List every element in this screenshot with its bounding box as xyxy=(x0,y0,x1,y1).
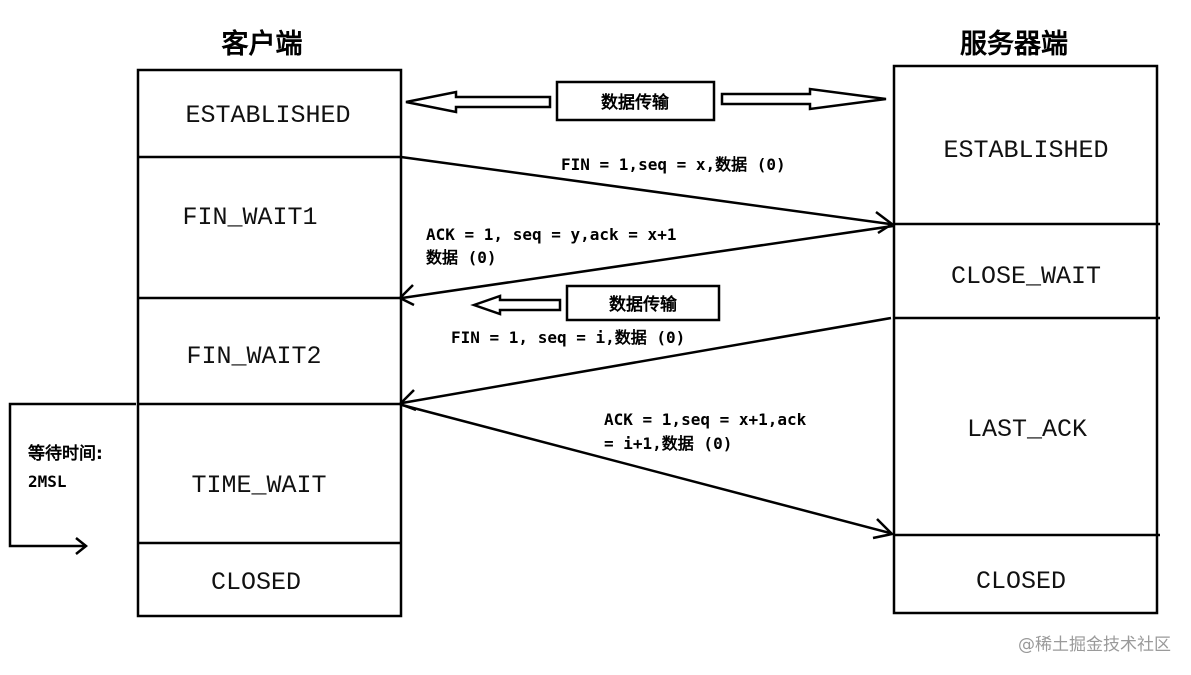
server-column xyxy=(892,64,1160,615)
fin2-label: FIN = 1, seq = i,数据 (0) xyxy=(451,328,685,347)
fin1-arrow-head xyxy=(875,211,895,235)
ack1-label-line2: 数据 (0) xyxy=(426,248,497,267)
server-state-closed: CLOSED xyxy=(976,567,1066,596)
left-block-arrow xyxy=(405,90,552,114)
fin1-label: FIN = 1,seq = x,数据 (0) xyxy=(561,155,786,174)
watermark: @稀土掘金技术社区 xyxy=(1018,635,1171,655)
transfer-label-2: 数据传输 xyxy=(609,294,678,315)
ack1-arrow-head xyxy=(397,284,415,307)
ack2-label-line1: ACK = 1,seq = x+1,ack xyxy=(604,410,807,429)
time-wait-loop-line xyxy=(8,402,136,548)
wait-time-value: 2MSL xyxy=(28,472,67,491)
transfer-label-box xyxy=(565,284,721,322)
fin1-arrow-line xyxy=(400,155,891,226)
client-column xyxy=(136,68,403,618)
client-state-established: ESTABLISHED xyxy=(185,101,350,130)
client-state-fin-wait2: FIN_WAIT2 xyxy=(186,342,321,371)
data-transfer-arrow-mid xyxy=(470,284,721,322)
client-state-fin-wait1: FIN_WAIT1 xyxy=(182,203,317,232)
wait-time-label: 等待时间: xyxy=(28,443,103,464)
server-state-established: ESTABLISHED xyxy=(943,136,1108,165)
ack2-arrow-head xyxy=(872,518,895,540)
client-box xyxy=(136,68,403,618)
server-state-close-wait: CLOSE_WAIT xyxy=(951,262,1101,291)
server-title: 服务器端 xyxy=(960,29,1068,60)
data-transfer-arrows-top xyxy=(405,80,887,122)
fin2-arrow-line xyxy=(401,316,892,405)
time-wait-loop-arrow-head xyxy=(75,537,89,555)
transfer-label-box xyxy=(555,80,716,122)
ack1-label-line1: ACK = 1, seq = y,ack = x+1 xyxy=(426,225,676,244)
message-lines xyxy=(8,155,895,555)
server-state-last-ack: LAST_ACK xyxy=(967,415,1087,444)
ack1-arrow-line xyxy=(401,224,894,300)
ack2-label-line2: = i+1,数据 (0) xyxy=(604,434,732,453)
client-state-time-wait: TIME_WAIT xyxy=(191,471,326,500)
client-title: 客户端 xyxy=(222,28,303,60)
server-box xyxy=(892,64,1159,615)
ack2-arrow-line xyxy=(401,403,891,535)
transfer-label-1: 数据传输 xyxy=(601,92,670,113)
left-block-arrow xyxy=(470,294,562,316)
right-block-arrow xyxy=(720,87,887,111)
client-state-closed: CLOSED xyxy=(211,568,301,597)
